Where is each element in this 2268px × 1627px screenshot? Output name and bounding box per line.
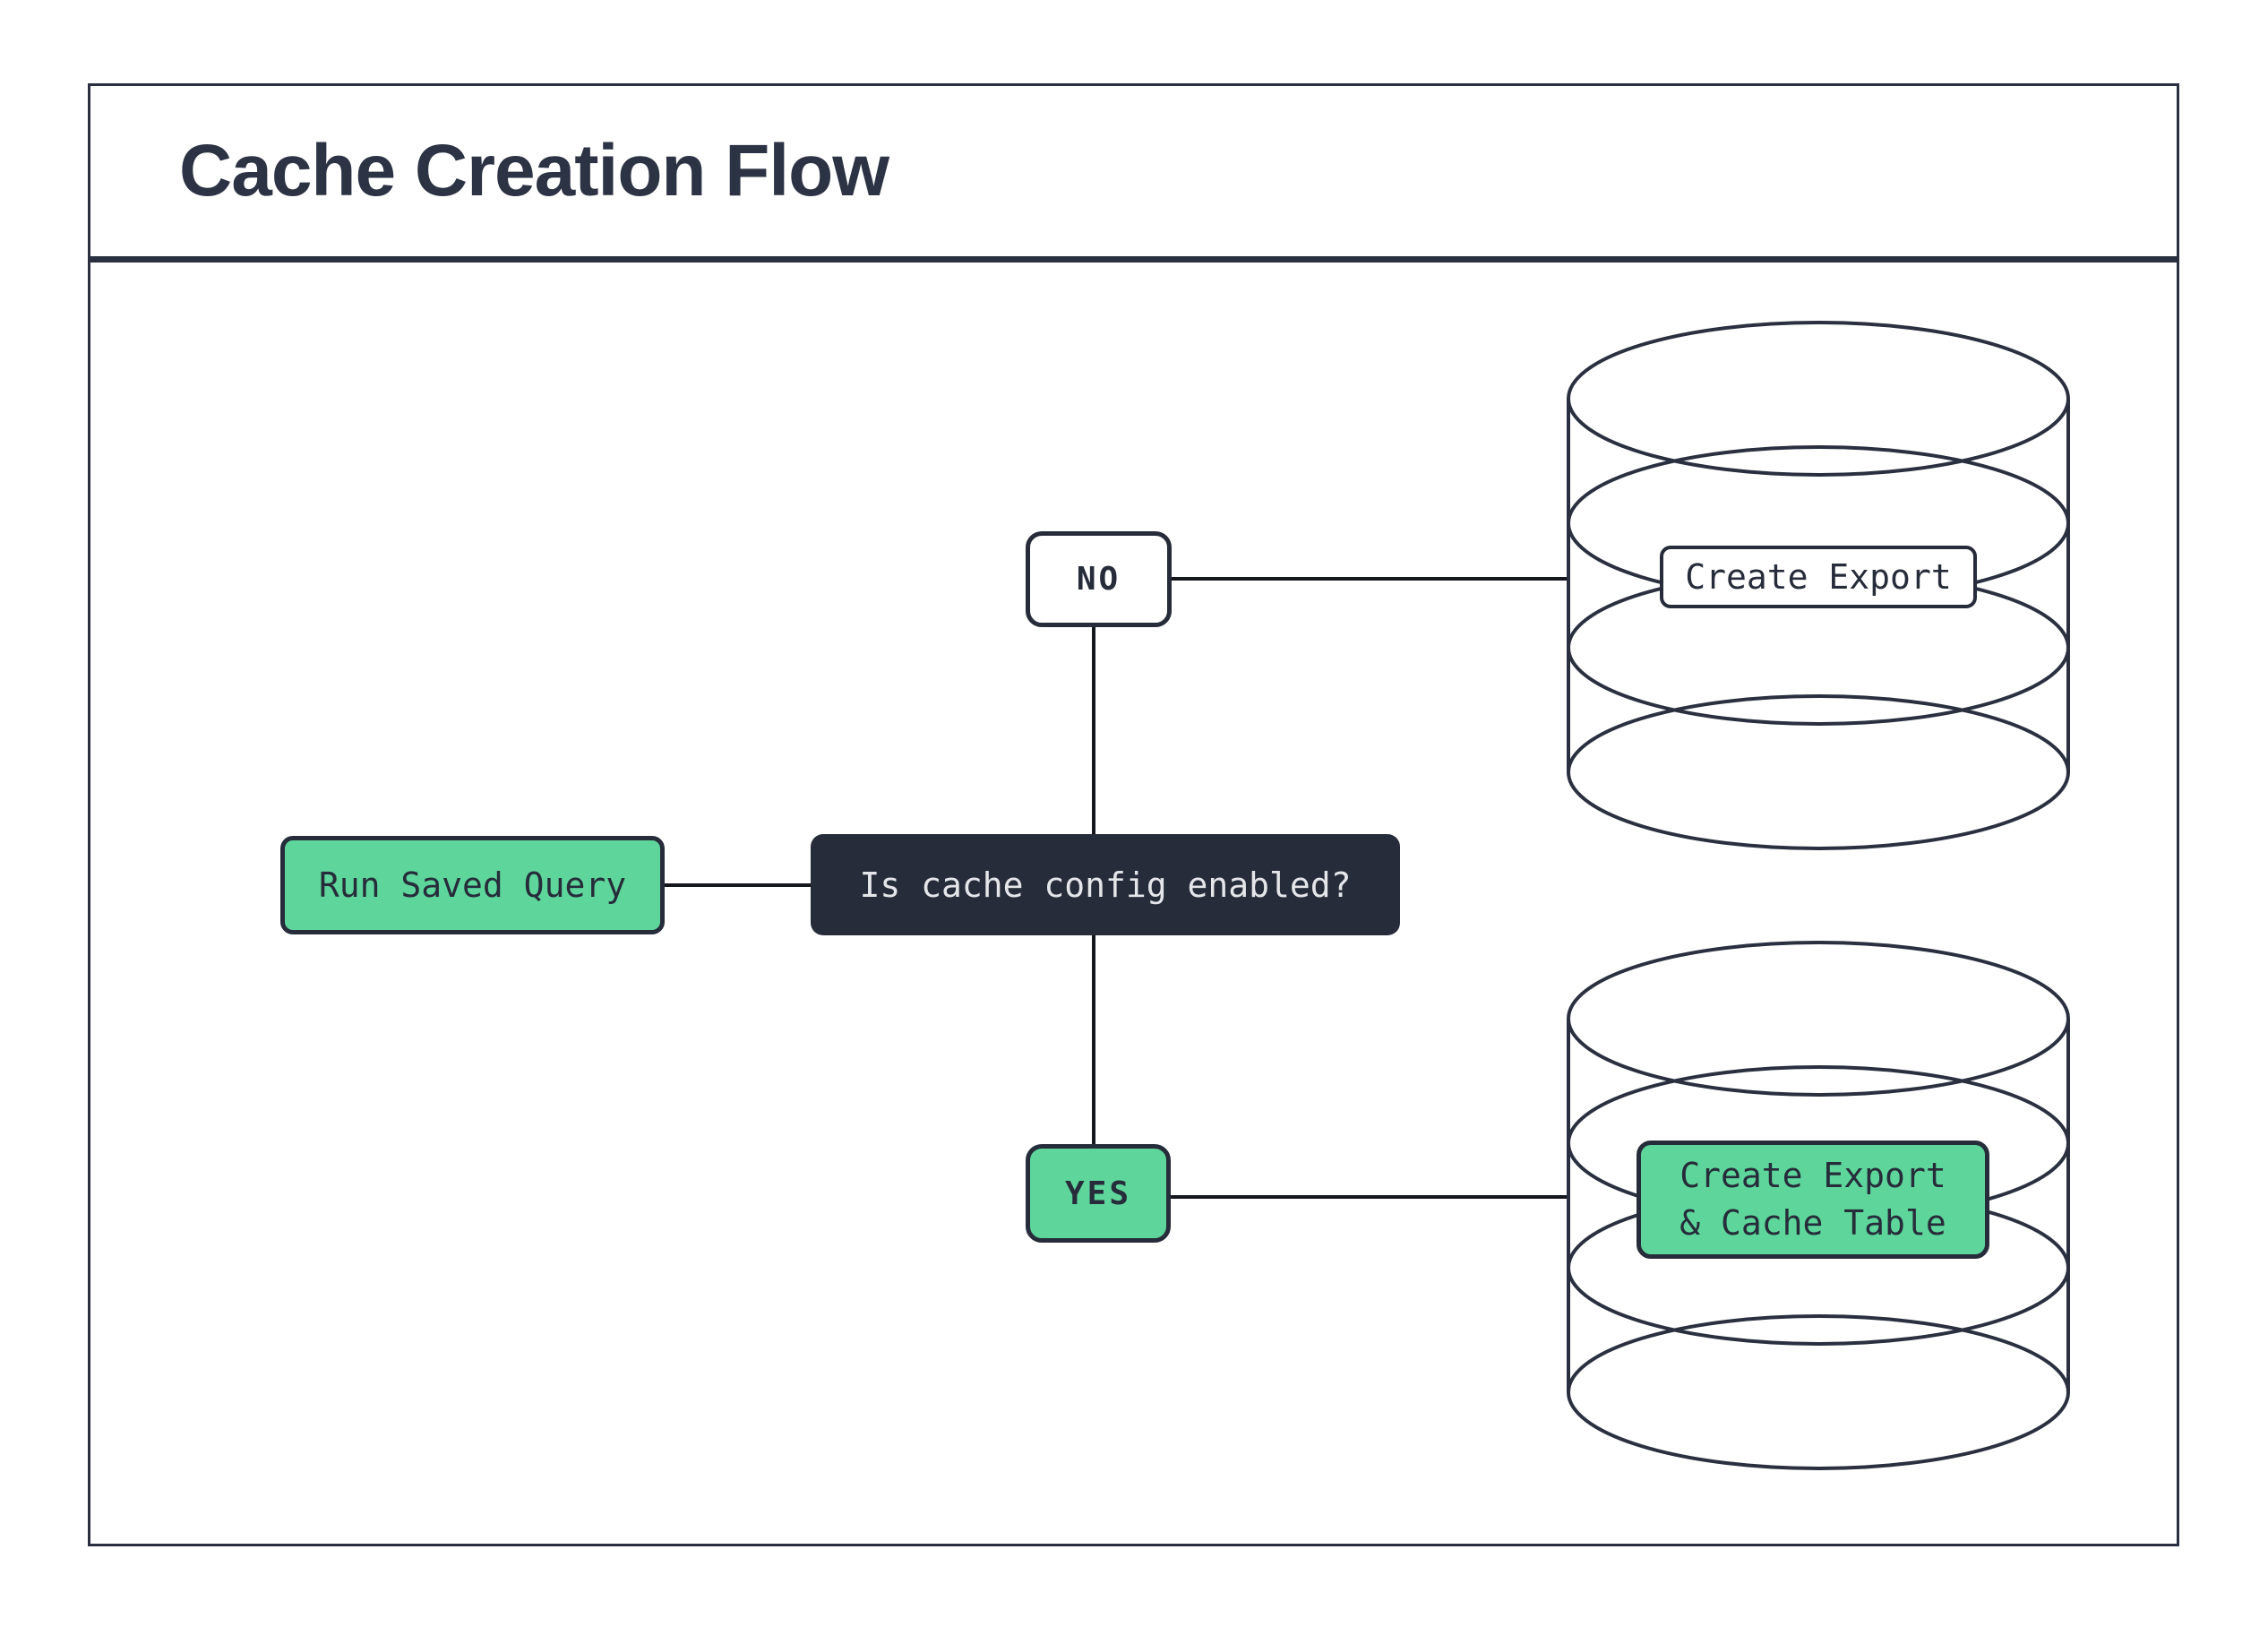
database-icon <box>1567 941 2070 1470</box>
branch-yes-label: YES <box>1064 1175 1132 1212</box>
diagram-frame: Cache Creation Flow <box>88 83 2179 1546</box>
node-create-export-label: Create Export <box>1685 557 1952 597</box>
branch-no-label: NO <box>1076 561 1121 598</box>
branch-badge-yes: YES <box>1026 1144 1171 1243</box>
branch-badge-no: NO <box>1026 531 1172 627</box>
diagram-header: Cache Creation Flow <box>90 86 2177 263</box>
node-create-export-cache-line1: Create Export <box>1680 1155 1946 1195</box>
node-create-export: Create Export <box>1660 546 1977 608</box>
node-run-saved-query-label: Run Saved Query <box>318 865 627 905</box>
node-decision-cache-config: Is cache config enabled? <box>811 834 1400 935</box>
node-create-export-cache-table: Create Export & Cache Table <box>1637 1141 1989 1259</box>
node-create-export-cache-line2: & Cache Table <box>1680 1203 1946 1243</box>
page-title: Cache Creation Flow <box>179 130 889 211</box>
node-decision-label: Is cache config enabled? <box>859 865 1352 905</box>
node-run-saved-query: Run Saved Query <box>280 836 665 934</box>
